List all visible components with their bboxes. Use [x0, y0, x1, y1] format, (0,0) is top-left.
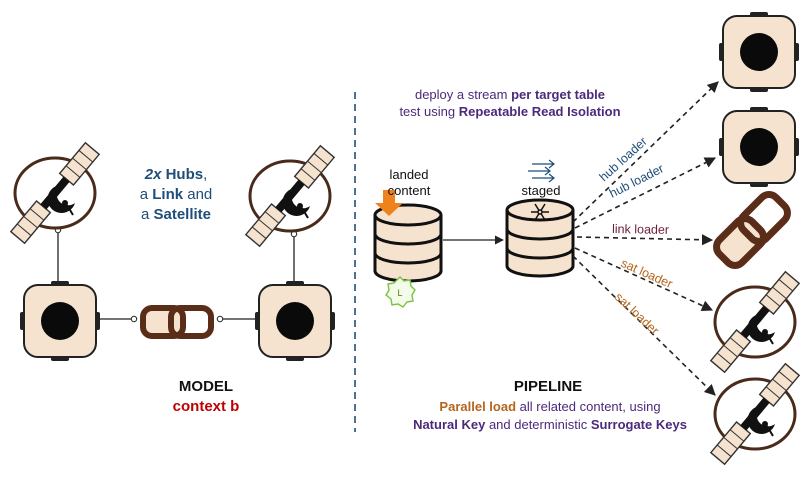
- database-icon: [373, 203, 443, 283]
- parallel-load-bold: Parallel load: [439, 399, 517, 414]
- article-text: a: [140, 206, 150, 223]
- snowflake-icon: [531, 203, 549, 221]
- stream-arrows-icon: [528, 159, 555, 183]
- loader-arrow: [572, 81, 719, 223]
- model-desc-line1: 2x Hubs,: [140, 165, 213, 185]
- deploy-text: test using: [399, 104, 456, 119]
- pipeline-desc-text: all related content, using: [519, 399, 661, 414]
- gear-letter: L: [397, 288, 402, 298]
- model-desc-line2: a Link and: [140, 185, 213, 205]
- comma-text: ,: [203, 166, 208, 183]
- pipeline-desc-text: and deterministic: [488, 417, 588, 432]
- down-arrow-icon: [375, 190, 403, 216]
- hub-count: 2x: [144, 166, 162, 183]
- hubs-text: Hubs: [165, 166, 204, 183]
- gear-icon: L: [385, 276, 416, 308]
- landed-line2: content: [387, 183, 431, 198]
- hub-icon: [254, 280, 336, 362]
- loader-arrow: [576, 234, 714, 246]
- satellite-icon: [709, 270, 801, 374]
- deploy-line2: test using Repeatable Read Isolation: [399, 103, 620, 120]
- hub-icon: [19, 280, 101, 362]
- satellite-icon: [244, 144, 336, 248]
- model-subtitle: context b: [172, 398, 240, 415]
- pipeline-desc-line1: Parallel load all related content, using: [413, 398, 687, 416]
- hub-icon: [718, 11, 800, 93]
- pipeline-description: Parallel load all related content, using…: [413, 398, 687, 434]
- satellite-text: Satellite: [153, 206, 212, 223]
- satellite-icon: [9, 141, 101, 245]
- isolation-bold: Repeatable Read Isolation: [458, 104, 621, 119]
- loader-arrow: [572, 255, 716, 396]
- landed-content-label: landed content: [388, 167, 431, 199]
- loader-arrow: [574, 247, 714, 311]
- pipeline-title: PIPELINE: [513, 378, 583, 395]
- surrogate-keys-bold: Surrogate Keys: [590, 417, 687, 432]
- loader-arrow: [574, 157, 717, 229]
- pipeline-desc-line2: Natural Key and deterministic Surrogate …: [413, 416, 687, 434]
- deploy-description: deploy a stream per target table test us…: [399, 86, 620, 120]
- staged-label: staged: [521, 183, 561, 198]
- model-description: 2x Hubs, a Link and a Satellite: [140, 165, 213, 225]
- deploy-line1: deploy a stream per target table: [399, 86, 620, 103]
- link-chain-icon: [143, 308, 211, 336]
- loader-label: sat loader: [612, 290, 662, 338]
- article-text: a: [139, 186, 149, 203]
- loader-label: link loader: [612, 222, 669, 237]
- landed-line1: landed: [389, 167, 429, 182]
- model-title: MODEL: [178, 378, 234, 395]
- link-text: Link: [152, 186, 184, 203]
- deploy-bold: per target table: [511, 87, 606, 102]
- deploy-text: deploy a stream: [414, 87, 508, 102]
- hub-icon: [718, 106, 800, 188]
- link-chain-icon: [713, 191, 791, 269]
- model-desc-line3: a Satellite: [140, 205, 213, 225]
- and-text: and: [187, 186, 213, 203]
- satellite-icon: [709, 362, 801, 466]
- natural-key-bold: Natural Key: [413, 417, 486, 432]
- loader-label: sat loader: [619, 256, 675, 291]
